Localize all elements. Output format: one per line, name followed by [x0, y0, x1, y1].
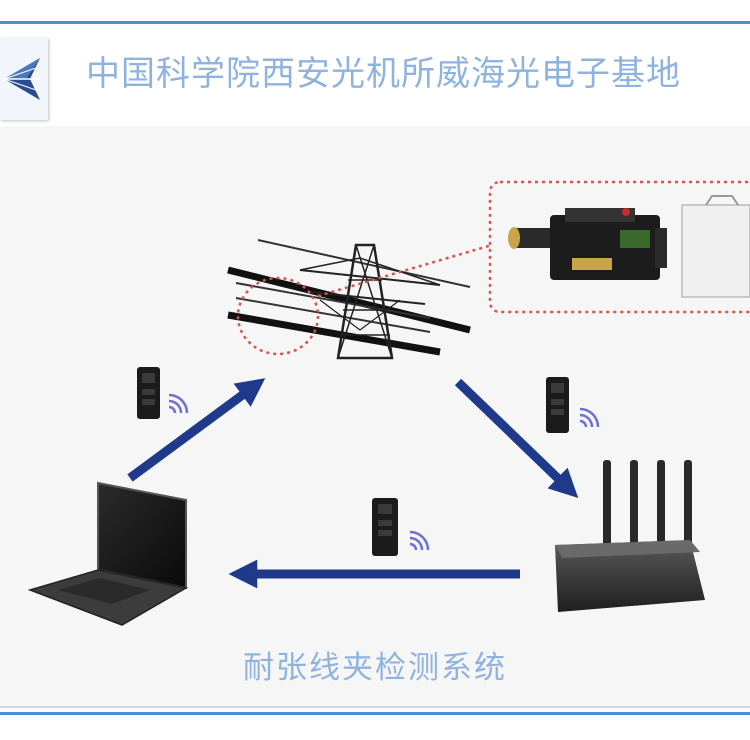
laptop-icon	[27, 481, 189, 626]
footer-top-rule	[0, 706, 750, 708]
header-top-rule	[0, 21, 750, 24]
wireless-transmitter-icon	[546, 377, 600, 433]
header: 中国科学院西安光机所威海光电子基地	[0, 26, 750, 126]
page-title: 中国科学院西安光机所威海光电子基地	[86, 54, 681, 94]
arrow-tower-to-router	[454, 378, 579, 498]
wireless-transmitter-icon	[372, 498, 430, 556]
arrow-laptop-to-tower	[127, 378, 266, 482]
footer-bottom-rule	[0, 712, 750, 715]
diagram-caption: 耐张线夹检测系统	[243, 650, 507, 686]
flat-panel-detector-icon	[681, 195, 750, 298]
wireless-router-icon	[555, 460, 705, 612]
x-ray-inspection-device-icon	[508, 208, 667, 280]
institute-logo-icon	[0, 38, 48, 120]
transmission-tower-icon	[227, 239, 493, 360]
wireless-transmitter-icon	[137, 367, 189, 419]
